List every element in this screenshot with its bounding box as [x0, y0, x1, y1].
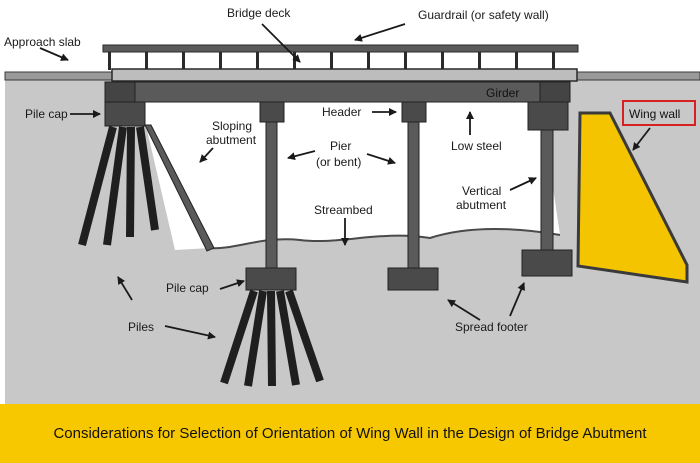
- wing-wall: [576, 111, 689, 284]
- vertical-abutment-label-1: Vertical: [462, 184, 501, 198]
- bridge-deck-label: Bridge deck: [227, 6, 291, 20]
- caption-text: Considerations for Selection of Orientat…: [53, 425, 647, 442]
- bridge-deck: [111, 68, 578, 82]
- streambed-label: Streambed: [314, 203, 373, 217]
- vertical-abutment-label-2: abutment: [456, 198, 507, 212]
- girder-end-left: [104, 81, 136, 103]
- header-2: [401, 101, 427, 123]
- pier-label-1: Pier: [330, 139, 351, 153]
- pier-label-2: (or bent): [316, 155, 361, 169]
- piles-bottom: [220, 289, 324, 387]
- spread-footer-label: Spread footer: [455, 320, 528, 334]
- leader-arrows: [39, 23, 651, 340]
- header-label: Header: [322, 105, 361, 119]
- pier-1: [265, 121, 278, 270]
- piles-left: [78, 125, 159, 247]
- sloping-abutment: [144, 124, 215, 252]
- caption-bar: Considerations for Selection of Orientat…: [0, 404, 700, 463]
- girder-end-right: [539, 81, 571, 103]
- sloping-abutment-label-2: abutment: [206, 133, 257, 147]
- channel-opening: [140, 100, 560, 250]
- approach-slab-left: [4, 71, 114, 81]
- wing-wall-highlight-box: [622, 100, 696, 126]
- pile-cap-bottom: [245, 267, 297, 291]
- header-1: [259, 101, 285, 123]
- low-steel-label: Low steel: [451, 139, 502, 153]
- approach-slab-right: [574, 71, 700, 81]
- pile-cap-bottom-label: Pile cap: [166, 281, 209, 295]
- piles-label: Piles: [128, 320, 154, 334]
- approach-slab-label: Approach slab: [4, 35, 81, 49]
- pile-cap-left: [104, 101, 146, 127]
- abutment-seat-right: [527, 101, 569, 131]
- spread-footer-2: [521, 249, 573, 277]
- streambed-line: [209, 228, 561, 250]
- spread-footer-1: [387, 267, 439, 291]
- bridge-diagram: Bridge deck Guardrail (or safety wall) A…: [4, 6, 700, 404]
- pile-cap-top-label: Pile cap: [25, 107, 68, 121]
- pier-2: [407, 121, 420, 270]
- guardrail-posts: [108, 52, 555, 70]
- guardrail-top-rail: [102, 44, 579, 53]
- wing-wall-label: Wing wall: [629, 107, 680, 121]
- sloping-abutment-label-1: Sloping: [212, 119, 252, 133]
- vertical-abutment: [540, 129, 554, 251]
- guardrail-label: Guardrail (or safety wall): [418, 8, 549, 22]
- girder-label: Girder: [486, 86, 519, 100]
